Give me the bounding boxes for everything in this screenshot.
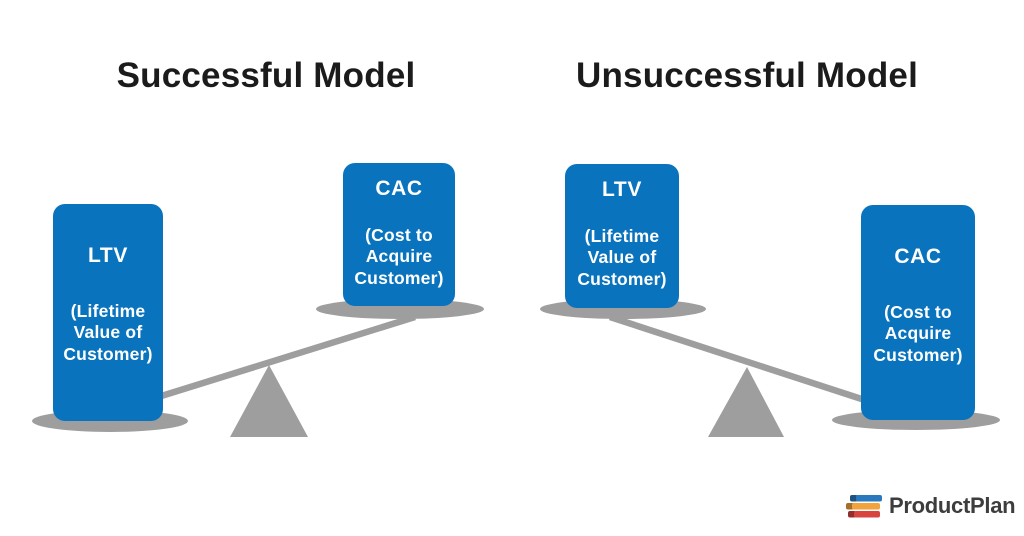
box-sublabel: (Cost to Acquire Customer): [343, 225, 455, 289]
productplan-logo-text: ProductPlan: [889, 493, 1016, 518]
successful-model-title: Successful Model: [116, 56, 416, 95]
productplan-logo: ProductPlan: [846, 492, 1016, 520]
box-sublabel-line: (Lifetime: [70, 301, 146, 321]
cac-box-unsuccessful: CAC (Cost to Acquire Customer): [861, 205, 975, 420]
box-sublabel: (Lifetime Value of Customer): [565, 226, 679, 290]
box-sublabel-line: (Cost to: [884, 302, 952, 322]
box-sublabel-line: (Lifetime: [584, 226, 660, 246]
productplan-logo-icon: [846, 495, 882, 518]
box-sublabel-line: Customer): [354, 267, 444, 288]
box-label: CAC: [375, 177, 423, 200]
box-sublabel-line: Customer): [63, 343, 153, 364]
box-sublabel: (Cost to Acquire Customer): [861, 302, 975, 366]
cac-box-successful: CAC (Cost to Acquire Customer): [343, 163, 455, 306]
box-sublabel-line: Customer): [577, 268, 667, 289]
box-sublabel: (Lifetime Value of Customer): [53, 301, 163, 365]
box-sublabel-line: (Cost to: [365, 225, 433, 245]
box-label: LTV: [602, 178, 642, 201]
box-sublabel-line: Acquire: [884, 323, 952, 344]
box-sublabel-line: Value of: [587, 247, 657, 268]
box-sublabel-line: Value of: [73, 322, 143, 343]
ltv-box-unsuccessful: LTV (Lifetime Value of Customer): [565, 164, 679, 308]
box-label: LTV: [88, 244, 128, 267]
unsuccessful-model-title: Unsuccessful Model: [575, 56, 918, 95]
seesaw-fulcrum-triangle: [230, 365, 308, 437]
box-sublabel-line: Acquire: [365, 246, 433, 267]
box-label: CAC: [894, 245, 942, 268]
ltv-box-successful: LTV (Lifetime Value of Customer): [53, 204, 163, 421]
seesaw-plank: [608, 313, 882, 409]
box-sublabel-line: Customer): [873, 344, 963, 365]
seesaw-fulcrum-triangle: [708, 367, 784, 437]
